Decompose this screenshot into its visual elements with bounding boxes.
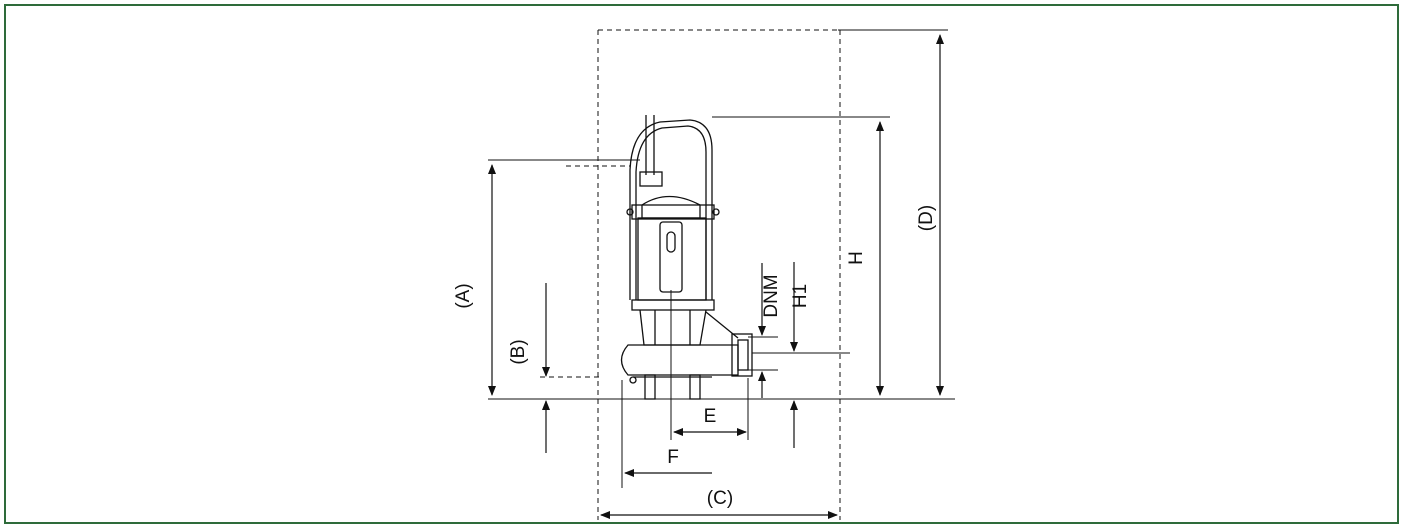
- dimension-dnm: [748, 263, 778, 398]
- label-a: (A): [453, 283, 474, 308]
- dimension-h: [712, 116, 890, 396]
- label-e: E: [704, 406, 717, 427]
- dimension-b: [540, 283, 600, 453]
- label-dnm: DNM: [761, 274, 782, 317]
- label-c: (C): [707, 488, 733, 509]
- label-h: H: [846, 251, 867, 265]
- label-b: (B): [508, 339, 529, 364]
- dimension-d: [838, 29, 948, 396]
- dimension-a: [488, 159, 640, 396]
- diagram-frame: [4, 4, 1399, 524]
- label-d: (D): [916, 205, 937, 231]
- dimension-e: [673, 378, 749, 440]
- dimension-f: [621, 380, 712, 488]
- label-f: F: [667, 447, 679, 468]
- dimension-h1: [752, 262, 850, 448]
- label-h1: H1: [790, 284, 811, 308]
- pump-body: [620, 115, 753, 400]
- clearance-box: [597, 29, 841, 520]
